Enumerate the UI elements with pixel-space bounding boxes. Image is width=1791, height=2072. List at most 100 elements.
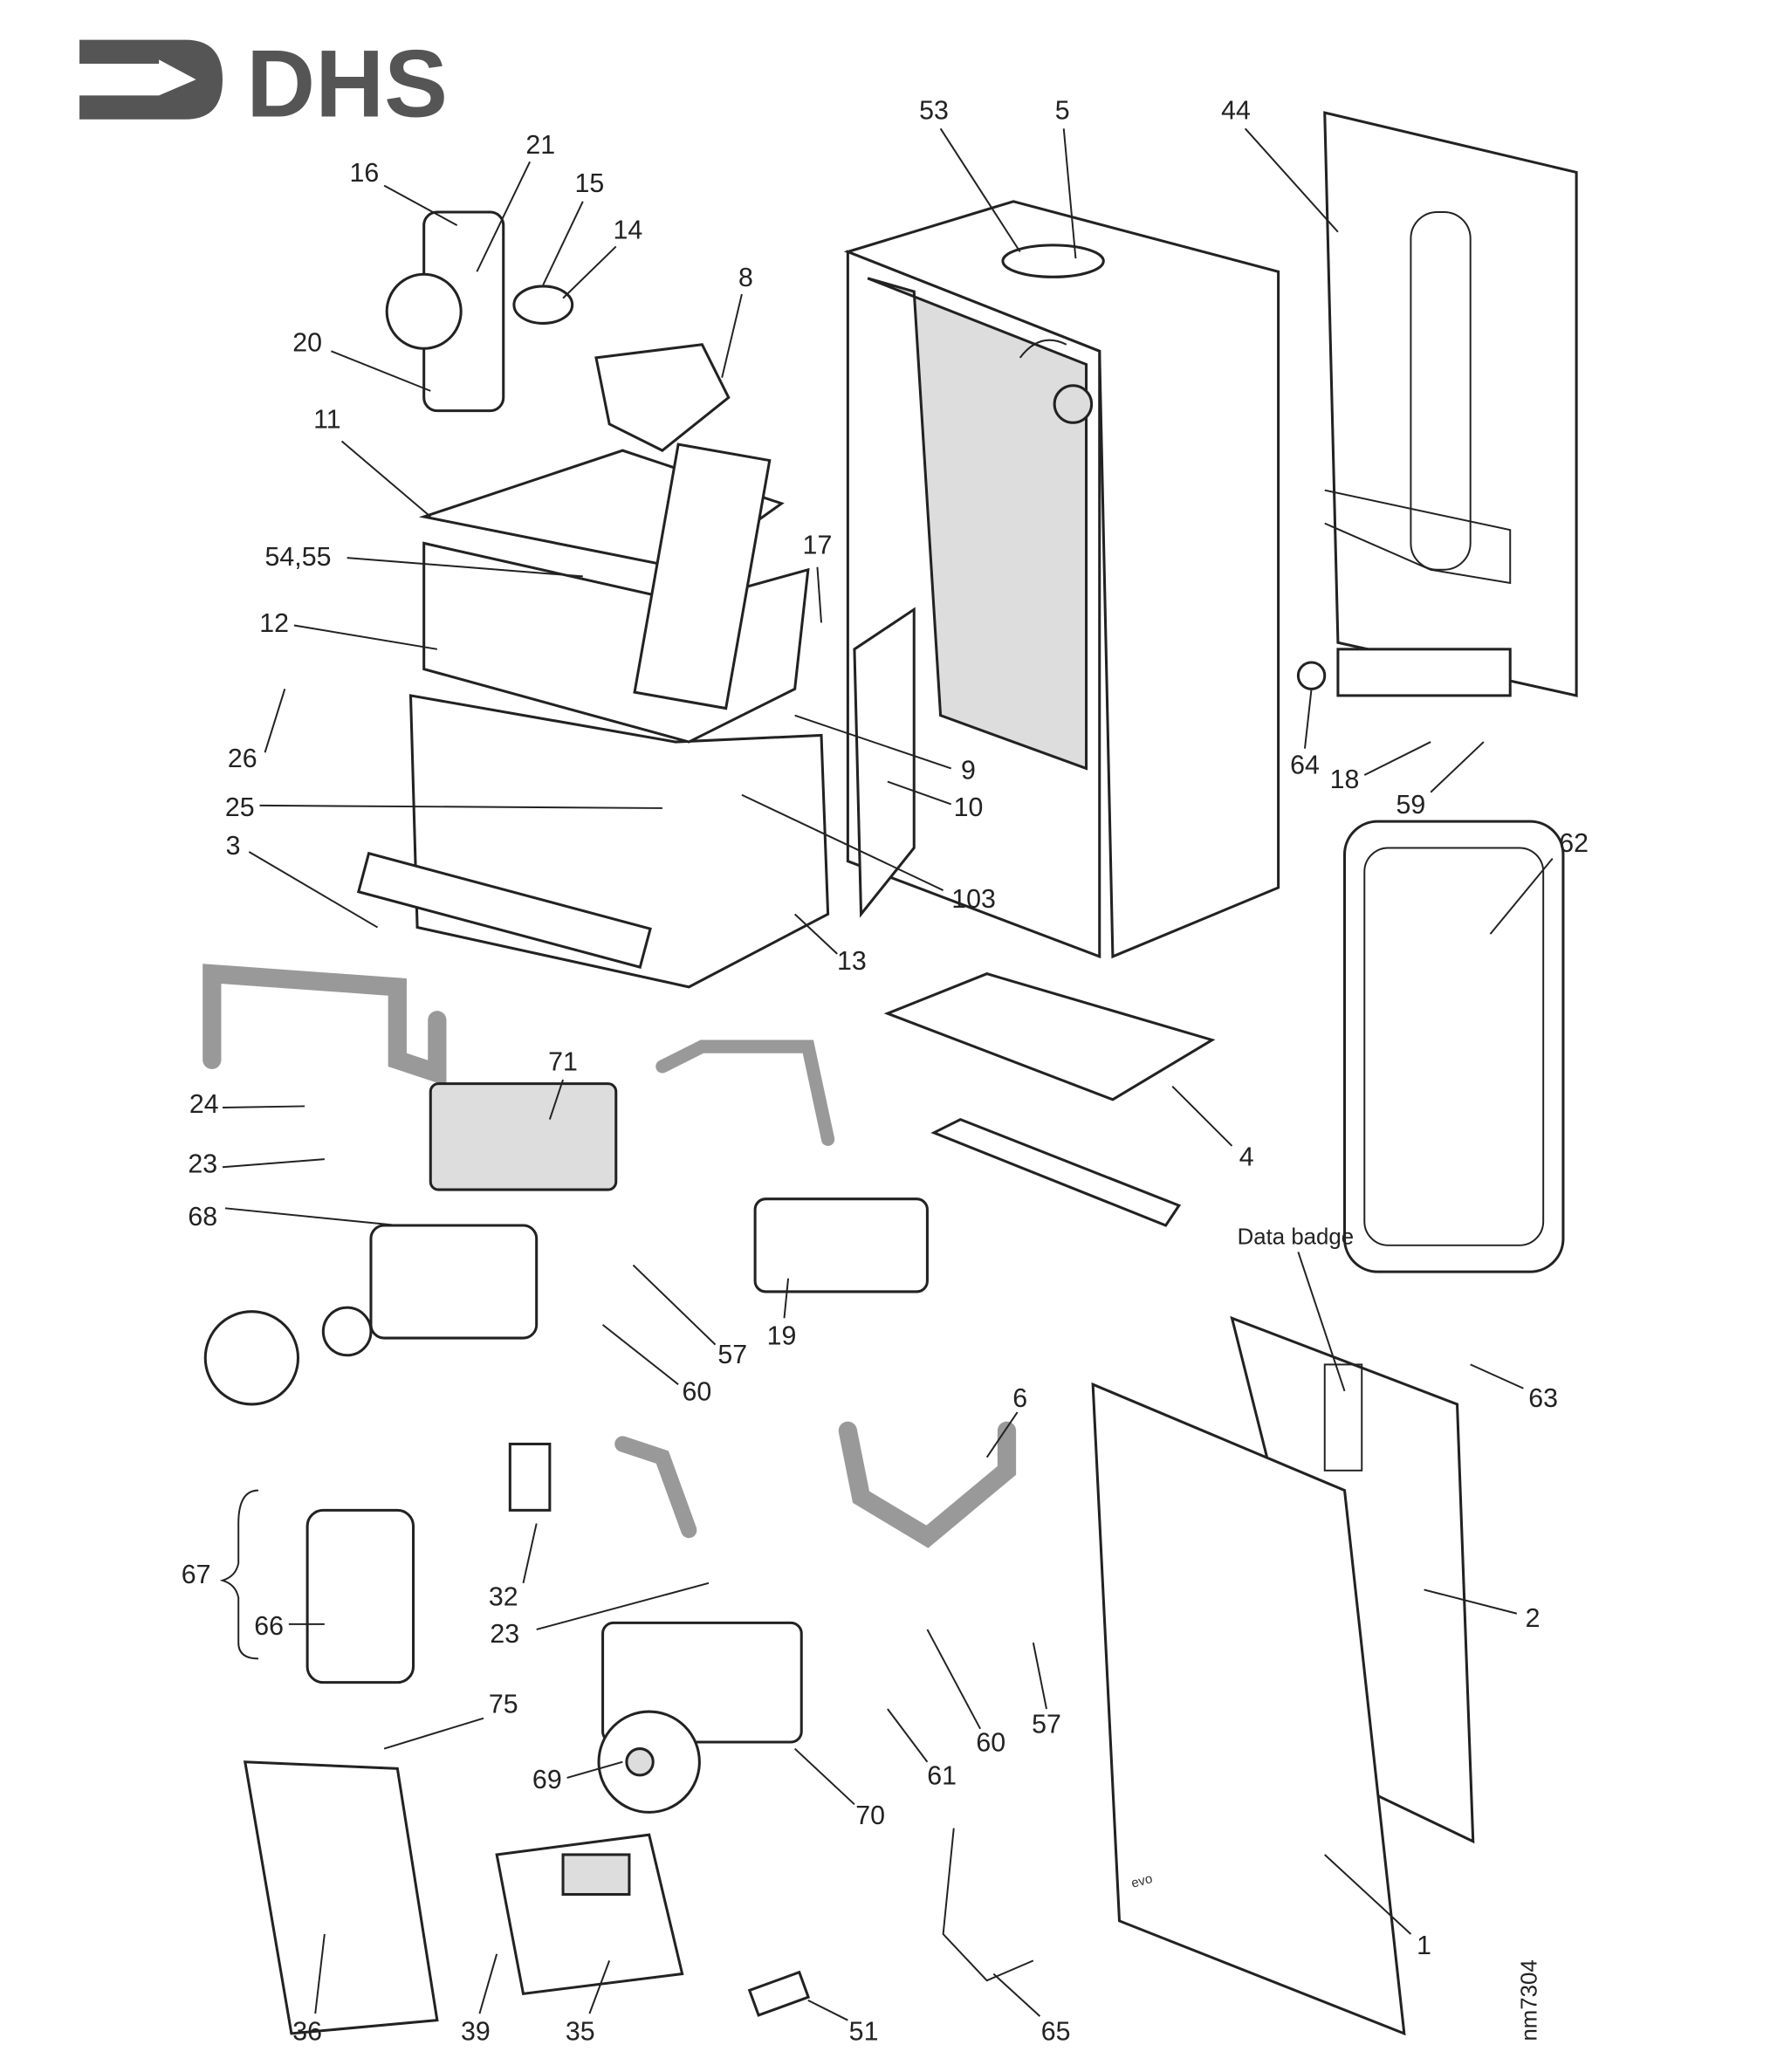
- plate-heat-exchanger: [429, 1082, 618, 1191]
- leader-line-11: [340, 440, 431, 518]
- leader-line-6: [985, 1411, 1019, 1458]
- label-8: 8: [738, 264, 753, 292]
- front-panels: evo: [1091, 1315, 1475, 2036]
- leader-line-57: [632, 1264, 717, 1346]
- leader-line-51: [807, 2000, 848, 2021]
- fan: [385, 210, 731, 452]
- label-62: 62: [1559, 829, 1589, 858]
- leader-lines: [222, 127, 1554, 2021]
- label-35: 35: [566, 2017, 595, 2046]
- label-68: 68: [188, 1203, 217, 1232]
- leader-line-44: [1244, 127, 1339, 233]
- label-14: 14: [614, 216, 643, 244]
- label-25: 25: [225, 793, 255, 822]
- leader-line-26: [264, 689, 286, 753]
- label-13: 13: [837, 947, 867, 976]
- leader-line-70: [793, 1747, 855, 1806]
- leader-line-71: [548, 1079, 564, 1120]
- label-17: 17: [803, 532, 833, 560]
- label-64: 64: [1290, 751, 1320, 779]
- leader-line-103: [741, 793, 944, 891]
- leader-line-5: [1062, 128, 1077, 259]
- leader-line-24: [222, 1105, 305, 1108]
- label-103: 103: [951, 885, 996, 914]
- label-36: 36: [292, 2017, 322, 2046]
- leader-line-20: [331, 350, 431, 392]
- leader-line-23-2: [536, 1581, 710, 1630]
- drawing-number: nm7304: [1518, 1959, 1542, 2041]
- back-plate: [1296, 111, 1578, 697]
- pump: [597, 1621, 803, 1814]
- leader-line-13: [793, 913, 838, 955]
- leader-line-data-badge: [1297, 1252, 1346, 1392]
- label-53: 53: [919, 97, 949, 126]
- sensor-lead: [942, 1828, 1034, 1982]
- label-69: 69: [532, 1766, 562, 1794]
- leader-line-8: [721, 293, 743, 378]
- leader-line-32: [522, 1523, 538, 1584]
- leader-line-60-2: [926, 1629, 982, 1730]
- leader-line-21: [476, 161, 531, 272]
- leader-line-60: [601, 1324, 679, 1385]
- leader-line-65: [992, 1973, 1041, 2017]
- logo-text: DHS: [246, 31, 448, 138]
- label-60: 60: [682, 1377, 711, 1406]
- label-67: 67: [182, 1561, 211, 1589]
- label-11: 11: [313, 405, 341, 434]
- casing: [843, 200, 1280, 959]
- bracket: [853, 607, 916, 918]
- label-75: 75: [489, 1691, 518, 1719]
- label-66: 66: [254, 1612, 284, 1641]
- leader-line-59: [1430, 741, 1485, 793]
- label-24: 24: [189, 1090, 219, 1119]
- leader-line-61: [887, 1708, 929, 1763]
- leader-line-12: [293, 624, 438, 650]
- label-1: 1: [1417, 1931, 1431, 1960]
- label-32: 32: [489, 1583, 518, 1612]
- control-panel: [495, 1833, 684, 1996]
- panel-seal: [1343, 820, 1565, 1273]
- label-16: 16: [349, 159, 379, 188]
- label-18: 18: [1330, 765, 1360, 794]
- leader-line-25: [259, 804, 662, 809]
- label-26: 26: [228, 744, 257, 773]
- label-15: 15: [575, 169, 605, 198]
- leader-line-36: [314, 1933, 326, 2014]
- label-6: 6: [1012, 1384, 1027, 1413]
- leader-line-57-2: [1032, 1642, 1047, 1710]
- label-data-badge: Data badge: [1238, 1225, 1354, 1249]
- label-12: 12: [259, 609, 289, 638]
- leader-line-53: [939, 127, 1021, 253]
- leader-line-18: [1363, 741, 1431, 776]
- condensate-trap: [508, 1442, 552, 1512]
- leader-line-19: [783, 1278, 790, 1319]
- label-23-2: 23: [490, 1620, 519, 1649]
- label-10: 10: [954, 793, 984, 822]
- label-9: 9: [961, 757, 976, 786]
- label-54-55: 54,55: [265, 543, 332, 572]
- leader-line-68: [224, 1207, 398, 1227]
- leader-line-75: [383, 1717, 484, 1750]
- cover-66: [305, 1508, 415, 1684]
- label-21: 21: [525, 131, 555, 160]
- pipes: [202, 964, 1017, 1548]
- leader-line-63: [1470, 1363, 1524, 1389]
- label-59: 59: [1396, 791, 1426, 820]
- label-71: 71: [548, 1047, 578, 1076]
- leader-line-54-55: [347, 557, 583, 578]
- tray: [883, 972, 1216, 1227]
- logo-arrow-icon: [79, 39, 223, 120]
- label-57: 57: [717, 1341, 747, 1369]
- leader-line-1: [1324, 1854, 1412, 1935]
- label-4: 4: [1239, 1143, 1254, 1172]
- label-57-2: 57: [1032, 1710, 1061, 1739]
- leader-line-3: [248, 851, 379, 929]
- gas-valve: [753, 1197, 929, 1293]
- label-63: 63: [1528, 1384, 1558, 1413]
- label-5: 5: [1055, 97, 1070, 126]
- leader-line-10: [887, 780, 952, 806]
- leader-line-39: [478, 1953, 498, 2014]
- label-23: 23: [188, 1149, 217, 1178]
